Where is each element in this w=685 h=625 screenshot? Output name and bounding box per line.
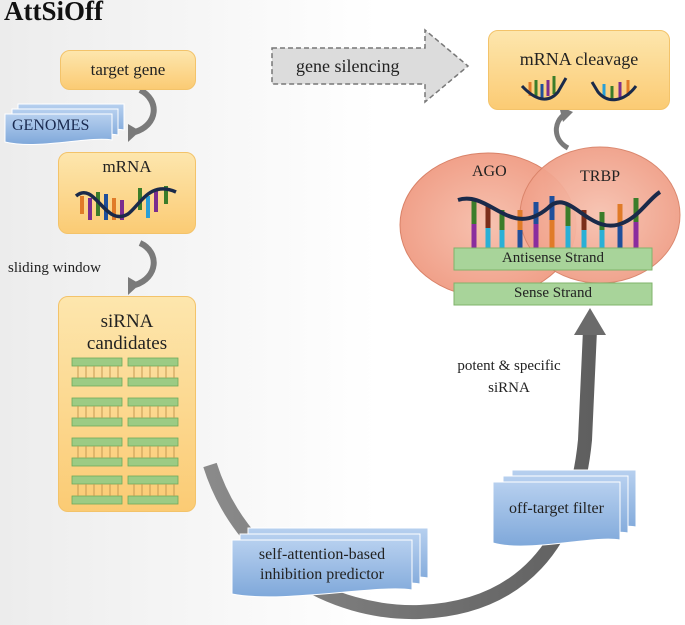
curve-arrow-1	[133, 87, 157, 135]
trbp-label: TRBP	[580, 168, 621, 185]
mrna-label: mRNA	[102, 157, 152, 176]
predictor-doc-stack	[231, 527, 429, 598]
sliding-window-label: sliding window	[8, 260, 101, 276]
diagram-title: AttSiOff	[4, 0, 103, 26]
sirna-duplex-ticks	[77, 366, 175, 496]
mrna-cleavage-box: mRNA cleavage	[488, 30, 670, 110]
sense-strand-label: Sense Strand	[514, 285, 592, 301]
antisense-strand-label: Antisense Strand	[501, 250, 605, 266]
off-target-doc-stack	[492, 469, 637, 547]
sirna-label-line2: candidates	[86, 333, 168, 354]
target-gene-box: target gene	[60, 50, 196, 90]
cleavage-helix-icon	[520, 76, 638, 102]
predictor-label-line2: inhibition predictor	[260, 566, 384, 583]
genomes-doc-stack	[4, 103, 125, 145]
mrna-cleavage-label: mRNA cleavage	[519, 49, 639, 69]
sirna-label-line1: siRNA	[100, 311, 154, 332]
target-gene-label: target gene	[90, 60, 166, 79]
mrna-helix-icon	[74, 186, 177, 220]
predictor-label-line1: self-attention-based	[258, 546, 386, 563]
ago-label: AGO	[472, 163, 507, 180]
gene-silencing-label: gene silencing	[296, 56, 400, 76]
gene-silencing-arrow	[271, 28, 470, 104]
potent-label-line2: siRNA	[488, 380, 530, 396]
off-target-filter-label: off-target filter	[509, 500, 604, 517]
potent-label-line1: potent & specific	[457, 358, 561, 374]
sirna-duplex-grid	[71, 357, 179, 505]
sense-strand-bar	[453, 282, 653, 306]
main-flow-arrowhead	[574, 308, 606, 335]
antisense-strand-bar	[453, 247, 653, 271]
curve-arrow-2	[133, 240, 157, 288]
genomes-label: GENOMES	[12, 117, 90, 134]
complex-bars	[457, 190, 662, 248]
